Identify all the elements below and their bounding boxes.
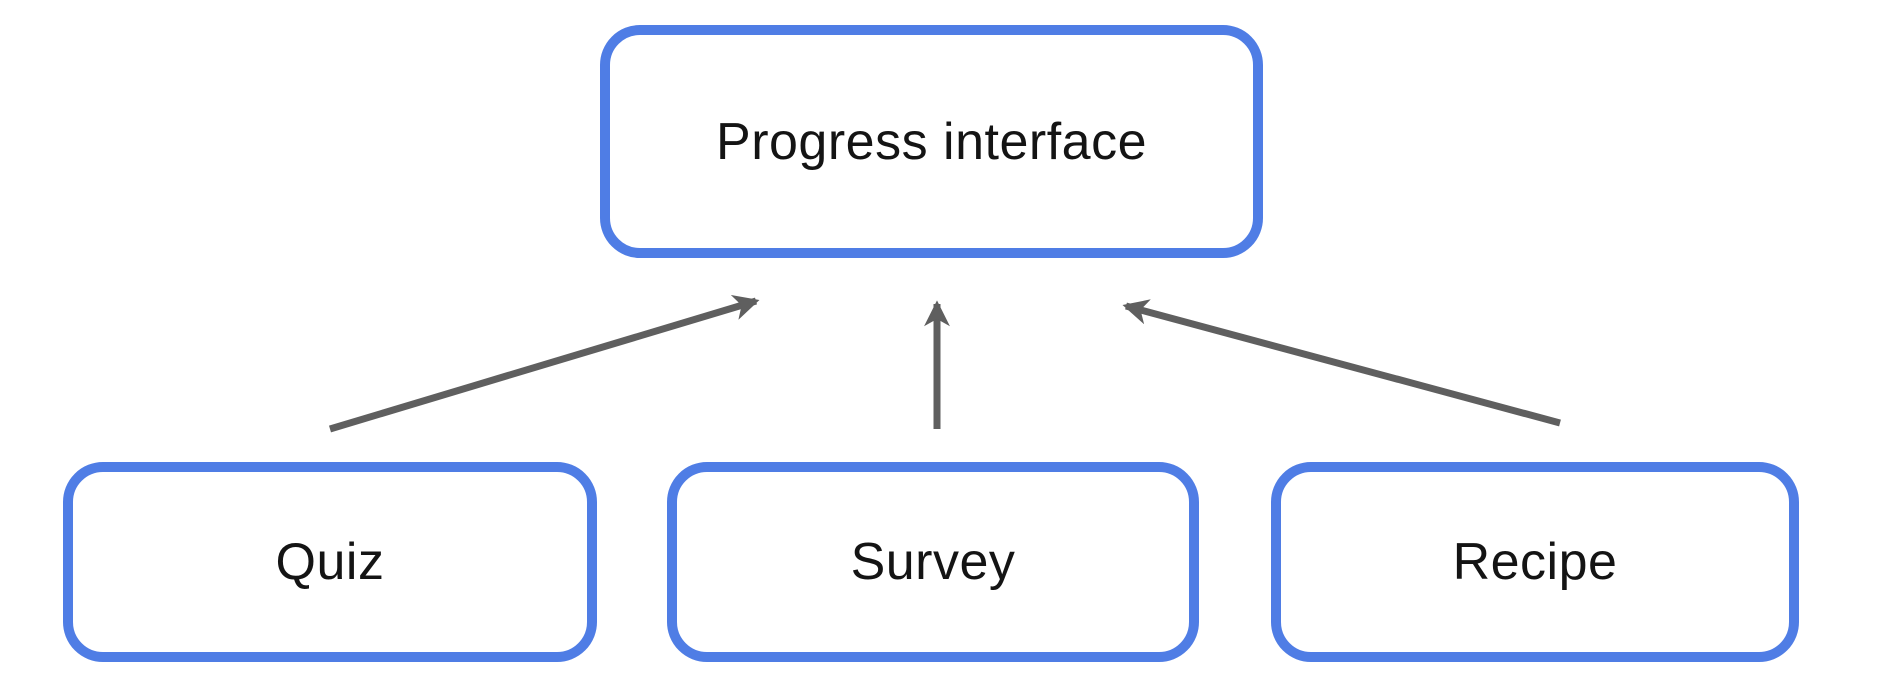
node-progress-interface: Progress interface: [600, 25, 1263, 258]
node-quiz: Quiz: [63, 462, 597, 662]
node-progress-interface-label: Progress interface: [716, 112, 1147, 171]
node-survey-label: Survey: [850, 533, 1016, 591]
arrow-recipe-to-progress: [1122, 299, 1561, 427]
node-quiz-label: Quiz: [275, 533, 385, 591]
arrow-quiz-to-progress: [328, 295, 760, 433]
node-recipe-label: Recipe: [1452, 533, 1618, 591]
node-recipe: Recipe: [1271, 462, 1799, 662]
node-survey: Survey: [667, 462, 1199, 662]
